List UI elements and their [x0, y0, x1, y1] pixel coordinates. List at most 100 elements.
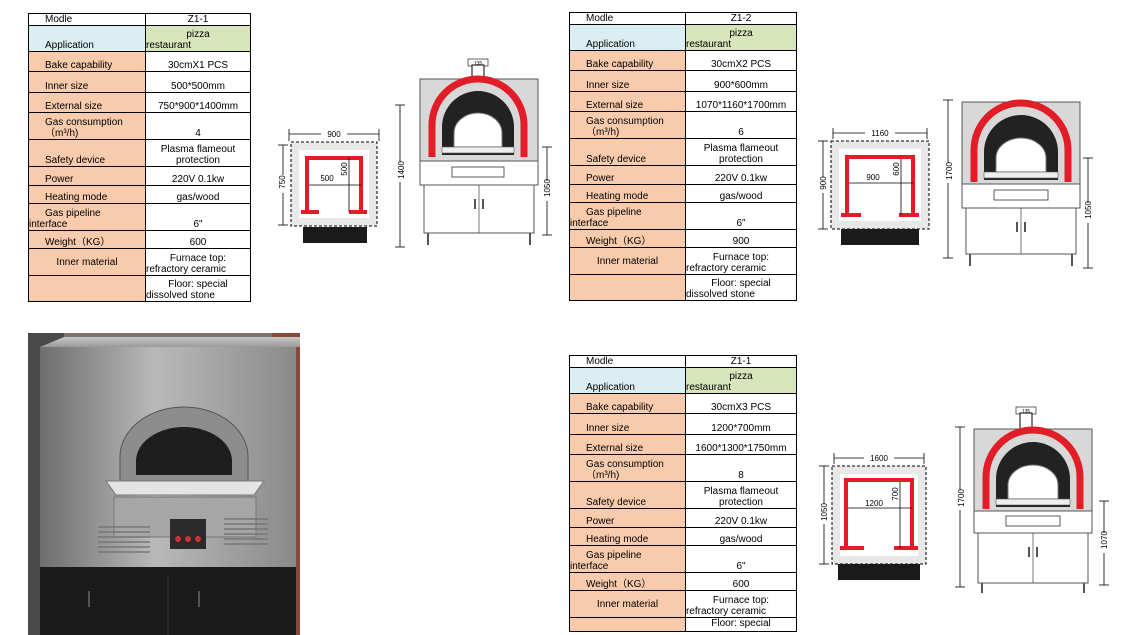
gas-pipeline-line2: interface [570, 218, 609, 229]
stand-height-text: 1050 [1084, 201, 1093, 219]
power-label: Power [569, 165, 686, 185]
refractory-wall [845, 155, 915, 215]
floor-line1: Floor: special [711, 278, 771, 289]
inner-size-value: 500*500mm [145, 71, 251, 93]
oven-plan-drawing-3: 1600 1050 1200 700 [819, 453, 927, 580]
oven-front-drawing-2: 1700 1050 [942, 99, 1094, 269]
bake-capability-label: Bake capability [569, 50, 686, 71]
heating-mode-value: gas/wood [145, 185, 251, 204]
refractory-dome [982, 426, 1084, 509]
gas-consumption-value: 4 [145, 112, 251, 140]
application-line2: restaurant [686, 39, 732, 50]
vent-grille-right [224, 518, 268, 545]
furnace-top-line1: Furnace top: [169, 253, 227, 264]
floor-value: Floor: special [685, 617, 797, 632]
oven-front-drawing-1: 1400 1050 135 [394, 58, 553, 248]
oven-mouth [453, 112, 503, 148]
power-label: Power [28, 166, 146, 186]
refractory-wall [844, 478, 914, 548]
inner-width-text: 1200 [865, 499, 883, 508]
inner-size-label: Inner size [569, 413, 686, 435]
inner-depth-text: 600 [892, 162, 901, 176]
oven-base [303, 227, 367, 243]
power-value: 220V 0.1kw [145, 166, 251, 186]
furnace-top-line2: refractory ceramic [686, 606, 767, 617]
oven-front-drawing-3: 1700 1070 135 [954, 406, 1110, 593]
gas-consumption-label: Gas consumption（m³/h) [28, 112, 146, 140]
depth-dimension: 750 [278, 144, 288, 226]
bake-capability-label: Bake capability [28, 51, 146, 72]
safety-device-label: Safety device [569, 138, 686, 166]
model-value: Z1-1 [685, 355, 797, 368]
plan-width-text: 1600 [870, 454, 888, 463]
gas-consumption-value: 8 [685, 454, 797, 482]
model-label: Modle [569, 12, 686, 25]
external-size-label: External size [569, 91, 686, 112]
inner-material-value: Furnace top:refractory ceramic [685, 247, 797, 275]
control-knob-icon [175, 536, 181, 542]
inner-material-label: Inner material [28, 248, 146, 276]
gas-pipeline-line2: interface [29, 219, 68, 230]
gas-pipeline-line1: Gas pipeline [45, 208, 101, 219]
gas-pipeline-line1: Gas pipeline [586, 550, 642, 561]
inner-material-label: Inner material [569, 590, 686, 618]
power-label: Power [569, 508, 686, 528]
total-height-text: 1700 [957, 489, 966, 507]
inner-depth-text: 700 [891, 487, 900, 501]
bake-capability-label: Bake capability [569, 393, 686, 414]
gas-consumption-label: Gas consumption（m³/h) [569, 454, 686, 482]
power-value: 220V 0.1kw [685, 508, 797, 528]
stand-height-text: 1070 [1100, 531, 1109, 549]
refractory-dome [428, 75, 528, 157]
safety-device-label: Safety device [569, 481, 686, 509]
plan-depth-text: 900 [819, 176, 828, 190]
model-value: Z1-2 [685, 12, 797, 25]
oven-ledge [105, 480, 265, 496]
inner-material-value: Furnace top:refractory ceramic [145, 248, 251, 276]
inner-size-value: 1200*700mm [685, 413, 797, 435]
inner-material-value: Furnace top:refractory ceramic [685, 590, 797, 618]
stand-height-text: 1050 [543, 179, 552, 197]
power-value: 220V 0.1kw [685, 165, 797, 185]
oven-mouth [995, 137, 1047, 173]
oven-top [40, 337, 300, 347]
furnace-top-line1: Furnace top: [712, 252, 770, 263]
external-size-label: External size [28, 92, 146, 113]
model-label: Modle [569, 355, 686, 368]
weight-label: Weight（KG） [28, 230, 146, 249]
application-line2: restaurant [686, 382, 732, 393]
total-height-text: 1400 [397, 161, 406, 179]
heating-mode-value: gas/wood [685, 527, 797, 546]
inner-width-text: 900 [866, 173, 880, 182]
furnace-top-line2: refractory ceramic [686, 263, 767, 274]
application-line1: pizza [729, 371, 753, 382]
inner-area [299, 150, 369, 218]
inner-size-value: 900*600mm [685, 70, 797, 92]
heating-mode-value: gas/wood [685, 184, 797, 203]
inner-size-label: Inner size [569, 70, 686, 92]
oven-mouth [1007, 464, 1059, 500]
bake-capability-value: 30cmX2 PCS [685, 50, 797, 71]
model-value: Z1-1 [145, 13, 251, 26]
empty-label [569, 617, 686, 632]
plan-depth-text: 750 [278, 175, 287, 189]
oven-plan-drawing-1: 900 750 500 500 [278, 129, 380, 243]
gas-pipeline-value: 6" [685, 545, 797, 573]
external-size-value: 1070*1160*1700mm [685, 91, 797, 112]
application-label: Application [569, 24, 686, 51]
model-label: Modle [28, 13, 146, 26]
total-height-text: 1700 [945, 162, 954, 180]
gas-pipeline-line2: interface [570, 561, 609, 572]
gas-pipeline-value: 6" [145, 203, 251, 231]
bake-capability-value: 30cmX1 PCS [145, 51, 251, 72]
plan-depth-text: 1050 [820, 503, 829, 521]
application-line1: pizza [186, 29, 210, 40]
empty-label [28, 275, 146, 302]
